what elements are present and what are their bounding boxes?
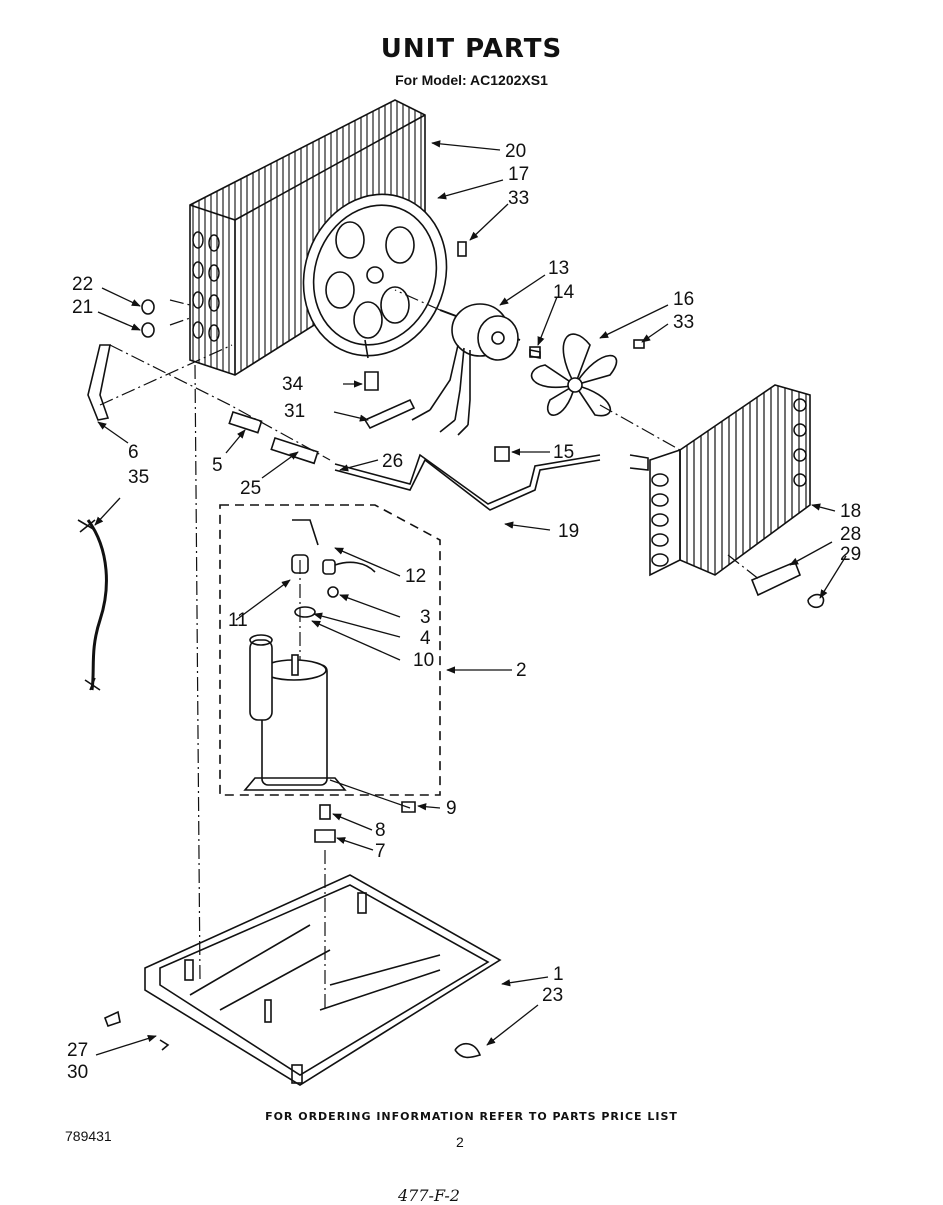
callout-1: 1	[553, 964, 564, 985]
compressor	[243, 634, 347, 791]
mounting-parts	[314, 801, 416, 843]
callout-3: 3	[420, 607, 431, 628]
fasteners	[103, 241, 825, 1059]
power-cord	[77, 519, 108, 691]
callout-7: 7	[375, 841, 386, 862]
callout-27: 27	[67, 1040, 88, 1061]
callout-14: 14	[553, 282, 575, 303]
callout-15: 15	[553, 442, 574, 463]
callout-23: 23	[542, 985, 563, 1006]
callout-19: 19	[558, 521, 579, 542]
callout-13: 13	[548, 258, 569, 279]
callout-18: 18	[840, 501, 861, 522]
model-subtitle: For Model: AC1202XS1	[395, 72, 548, 88]
callout-25: 25	[240, 478, 261, 499]
callout-10: 10	[413, 650, 434, 671]
handwritten-note: 477-F-2	[398, 1186, 460, 1205]
callout-12: 12	[405, 566, 426, 587]
callout-20: 20	[505, 141, 526, 162]
fan-shroud	[302, 193, 448, 359]
callout-31: 31	[284, 401, 305, 422]
callout-17: 17	[508, 164, 529, 185]
callout-5: 5	[212, 455, 223, 476]
ordering-note: FOR ORDERING INFORMATION REFER TO PARTS …	[265, 1110, 678, 1123]
compressor-group-box	[219, 504, 441, 796]
callout-9: 9	[446, 798, 457, 819]
drain-tube	[87, 344, 111, 421]
callout-11: 11	[228, 610, 248, 631]
callout-8: 8	[375, 820, 386, 841]
callout-33-upper: 33	[508, 188, 529, 209]
page-number: 2	[456, 1134, 464, 1150]
callout-34: 34	[282, 374, 304, 395]
callout-4: 4	[420, 628, 431, 649]
document-number: 789431	[65, 1128, 112, 1144]
terminal-parts	[291, 519, 376, 618]
callout-6: 6	[128, 442, 139, 463]
alignment-lines	[99, 289, 761, 1010]
base-pan	[144, 874, 502, 1086]
callout-35: 35	[128, 467, 149, 488]
page-title: UNIT PARTS	[380, 34, 563, 64]
callout-29: 29	[840, 544, 861, 565]
callout-2: 2	[516, 660, 527, 681]
blower-fan-blade	[529, 333, 618, 417]
callout-26: 26	[382, 451, 403, 472]
callout-22: 22	[72, 274, 93, 295]
callout-28: 28	[840, 524, 861, 545]
callout-30: 30	[67, 1062, 88, 1083]
refrigerant-tubing	[228, 410, 601, 511]
evaporator-coil	[629, 384, 811, 577]
fan-motor	[411, 303, 521, 436]
callout-21: 21	[72, 297, 93, 318]
callout-33-lower: 33	[673, 312, 694, 333]
callout-16: 16	[673, 289, 694, 310]
